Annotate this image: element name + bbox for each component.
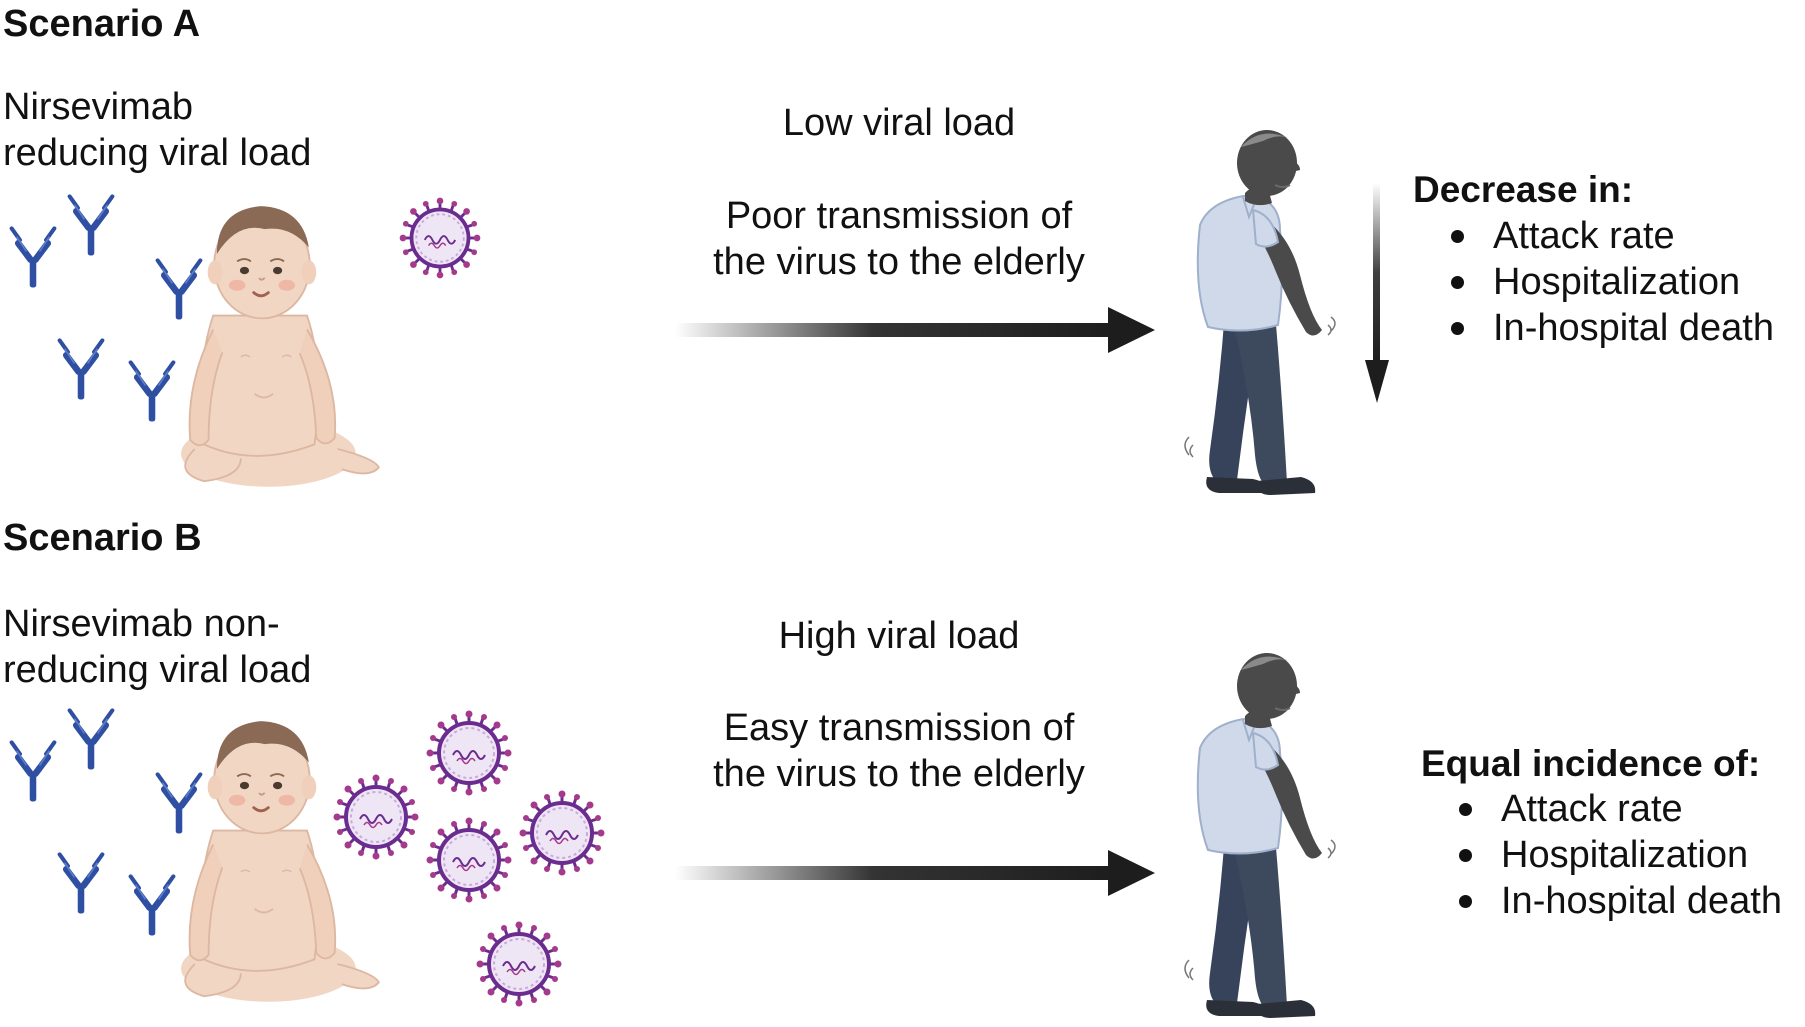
scenario-b-outcome-list: Attack rate Hospitalization In-hospital … bbox=[1455, 786, 1782, 924]
virus-icon bbox=[397, 195, 483, 281]
virus-icon bbox=[474, 919, 564, 1009]
scenario-b-outcome-item: Attack rate bbox=[1455, 786, 1782, 832]
antibody-icon bbox=[12, 228, 55, 287]
virus-icon bbox=[424, 815, 514, 905]
scenario-a-outcome-list: Attack rate Hospitalization In-hospital … bbox=[1447, 213, 1774, 351]
scenario-b-outcome-item: Hospitalization bbox=[1455, 832, 1782, 878]
antibody-icon bbox=[12, 742, 55, 801]
scenario-a-antibodies bbox=[12, 196, 201, 421]
scenario-a-transmission-line1: Poor transmission of bbox=[725, 195, 1073, 237]
arrow-down-icon bbox=[1365, 183, 1389, 403]
scenario-b-viruses bbox=[331, 708, 607, 1009]
scenario-b-outcome-heading: Equal incidence of: bbox=[1421, 743, 1761, 784]
antibody-icon bbox=[60, 340, 103, 399]
scenario-b-antibodies bbox=[12, 710, 201, 935]
baby-icon bbox=[179, 719, 381, 1004]
antibody-icon bbox=[158, 260, 201, 319]
scenario-a-outcome-item: In-hospital death bbox=[1447, 305, 1774, 351]
scenario-b-title: Scenario B bbox=[3, 517, 202, 559]
arrow-right-icon bbox=[675, 307, 1155, 353]
scenario-b-outcome-item: In-hospital death bbox=[1455, 878, 1782, 924]
elderly-person-icon bbox=[1184, 129, 1336, 496]
scenario-a-outcome-heading: Decrease in: bbox=[1413, 169, 1634, 210]
scenario-a-description-line1: Nirsevimab bbox=[3, 86, 194, 128]
elderly-person-icon bbox=[1184, 652, 1336, 1019]
scenario-b-description-line2: reducing viral load bbox=[3, 649, 312, 691]
scenario-a-outcome-item: Hospitalization bbox=[1447, 259, 1774, 305]
virus-icon bbox=[331, 772, 421, 862]
scenario-b-transmission-line2: the virus to the elderly bbox=[713, 753, 1085, 795]
antibody-icon bbox=[60, 854, 103, 913]
scenario-a-outcome-item: Attack rate bbox=[1447, 213, 1774, 259]
scenario-b-load-label: High viral load bbox=[778, 615, 1020, 657]
virus-icon bbox=[517, 788, 607, 878]
scenario-a-transmission-line2: the virus to the elderly bbox=[713, 241, 1085, 283]
baby-icon bbox=[179, 204, 381, 489]
arrow-right-icon bbox=[675, 850, 1155, 896]
scenario-a-title: Scenario A bbox=[3, 3, 201, 45]
antibody-icon bbox=[70, 196, 113, 255]
scenario-a-description-line2: reducing viral load bbox=[3, 132, 312, 174]
virus-icon bbox=[424, 708, 514, 798]
scenario-b-description-line1: Nirsevimab non- bbox=[3, 603, 280, 645]
antibody-icon bbox=[131, 362, 174, 421]
scenario-a-load-label: Low viral load bbox=[782, 102, 1016, 144]
antibody-icon bbox=[70, 710, 113, 769]
scenario-b-transmission-line1: Easy transmission of bbox=[723, 707, 1075, 749]
antibody-icon bbox=[158, 774, 201, 833]
antibody-icon bbox=[131, 876, 174, 935]
